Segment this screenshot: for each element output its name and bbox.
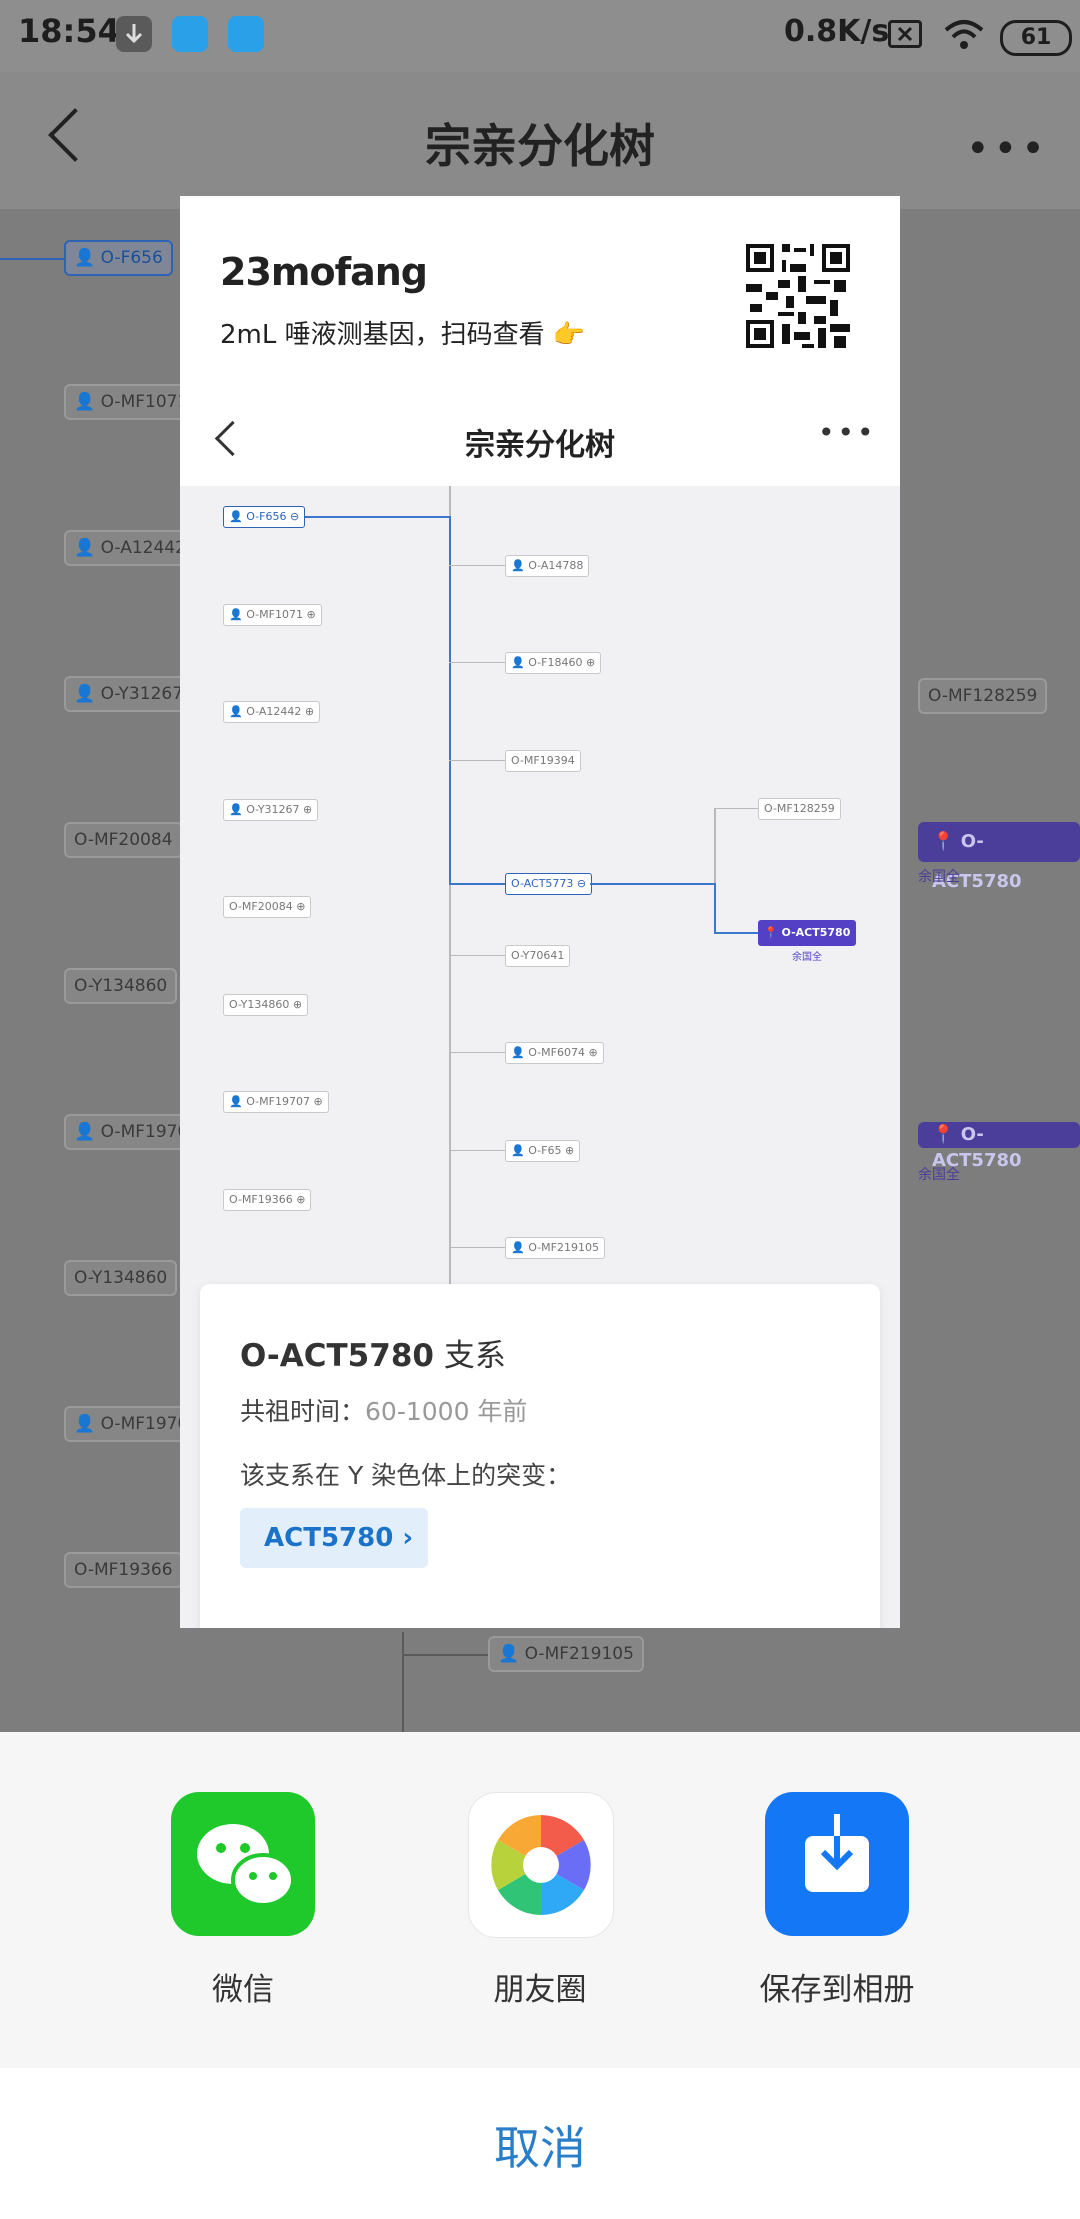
card-nav-bar: 宗亲分化树 ••• [180,396,900,486]
tree-node: O-MF19394 [505,750,581,772]
share-sheet: 微信 朋友圈 保存到相册 取消 [0,1732,1080,2219]
moments-icon[interactable] [468,1792,614,1938]
tree-node: 👤 O-MF19707 ⊕ [223,1091,329,1113]
tree-node: 👤 O-MF1970 [64,1114,199,1150]
tree-node: 👤 O-Y31267 ⊕ [223,799,319,821]
branch-info-panel: O-ACT5780 支系 共祖时间：60-1000 年前 该支系在 Y 染色体上… [200,1284,880,1628]
tree-node: 👤 O-MF1071 [64,384,199,420]
tree-connector [402,1654,488,1656]
tree-node: O-Y134860 [64,968,178,1004]
tree-node: O-Y70641 [505,945,571,967]
download-icon [116,16,152,52]
background-title: 宗亲分化树 [425,119,655,173]
tree-connector [714,883,716,933]
qr-code [742,240,854,352]
tree-node: O-MF128259 [918,678,1048,714]
tree-connector [449,760,505,761]
tree-connector [449,1052,505,1053]
share-option-label[interactable]: 微信 [212,1972,274,2008]
lineage-tree: 👤 O-F656 ⊖ 👤 O-MF1071 ⊕ 👤 O-A12442 ⊕ 👤 O… [180,486,900,1628]
tree-node: 👤 O-MF1071 ⊕ [223,604,322,626]
tree-connector [300,516,450,518]
selected-badge: 📍 O-ACT5780 [918,1122,1080,1171]
selected-node: 📍 O-ACT5780 [758,920,857,946]
mutation-label: 该支系在 Y 染色体上的突变： [240,1461,572,1490]
sim-off-icon [888,20,922,48]
background-header: 宗亲分化树 ••• [0,72,1080,209]
tree-node: O-Y134860 [64,1260,178,1296]
tree-connector [590,883,714,885]
more-icon: ••• [818,416,877,449]
tree-trunk-highlight [449,516,451,884]
tree-node: 👤 O-F18460 ⊕ [505,652,602,674]
node-owner: 余国全 [792,952,822,963]
share-option-label[interactable]: 保存到相册 [759,1972,915,2008]
tree-connector [714,808,716,884]
tree-node: 👤 O-MF1970 [64,1406,199,1442]
tree-node: O-Y134860 ⊕ [223,994,309,1016]
tagline: 2mL 唾液测基因，扫码查看 👉 [220,320,586,350]
tree-node: O-MF20084 [64,822,183,858]
tree-connector [402,1632,404,1772]
status-time: 18:54 [18,12,120,50]
tree-connector [449,565,505,566]
branch-title: O-ACT5780 支系 [240,1338,506,1374]
tree-connector [449,955,505,956]
cancel-label[interactable]: 取消 [494,2121,586,2175]
tree-node: 👤 O-MF6074 ⊕ [505,1042,604,1064]
tree-connector [449,662,505,663]
wechat-icon[interactable] [171,1792,315,1936]
brand-logo: 23mofang [220,250,428,294]
tree-node: O-MF128259 [758,798,841,820]
card-nav-title: 宗亲分化树 [465,428,615,463]
tree-connector [449,1247,505,1248]
status-bar: 18:54 0.8K/s 61 [0,0,1080,72]
tree-node: 👤 O-F656 ⊖ [223,506,306,528]
mutation-tag: ACT5780 › [240,1508,428,1568]
share-option-label[interactable]: 朋友圈 [493,1972,587,2008]
app-notification-icon [172,16,208,52]
tree-connector [714,808,758,809]
tree-node: O-ACT5773 ⊖ [505,873,593,895]
network-speed: 0.8K/s [784,14,890,49]
tree-connector [449,883,505,885]
tree-node: 👤 O-A14788 [505,555,590,577]
save-album-icon[interactable] [765,1792,909,1936]
tree-node: 👤 O-Y31267 [64,676,194,712]
badge-owner: 余国全 [918,869,960,885]
tree-connector [714,932,758,934]
selected-badge: 📍 O-ACT5780 [918,822,1080,892]
cancel-button[interactable]: 取消 [0,2068,1080,2219]
tree-node: 👤 O-F656 [64,240,173,276]
more-icon: ••• [966,126,1049,172]
battery-indicator: 61 [1000,20,1072,56]
tree-trunk [449,486,451,1286]
tree-connector [449,1150,505,1151]
wifi-icon [942,16,986,56]
app-notification-icon [228,16,264,52]
tree-connector [0,258,66,260]
card-header: 23mofang 2mL 唾液测基因，扫码查看 👉 [180,196,900,396]
share-card-preview: 23mofang 2mL 唾液测基因，扫码查看 👉 [180,196,900,1628]
tree-node: 👤 O-F65 ⊕ [505,1140,581,1162]
ancestor-time: 共祖时间：60-1000 年前 [240,1397,528,1426]
badge-owner: 余国全 [918,1167,960,1183]
tree-node: O-MF20084 ⊕ [223,896,312,918]
tree-node: 👤 O-A12442 [64,530,196,566]
tree-node: 👤 O-A12442 ⊕ [223,701,321,723]
tree-node: 👤 O-MF219105 [488,1636,644,1672]
tree-node: O-MF19366 [64,1552,183,1588]
tree-node: 👤 O-MF219105 [505,1237,605,1259]
tree-node: O-MF19366 ⊕ [223,1189,312,1211]
